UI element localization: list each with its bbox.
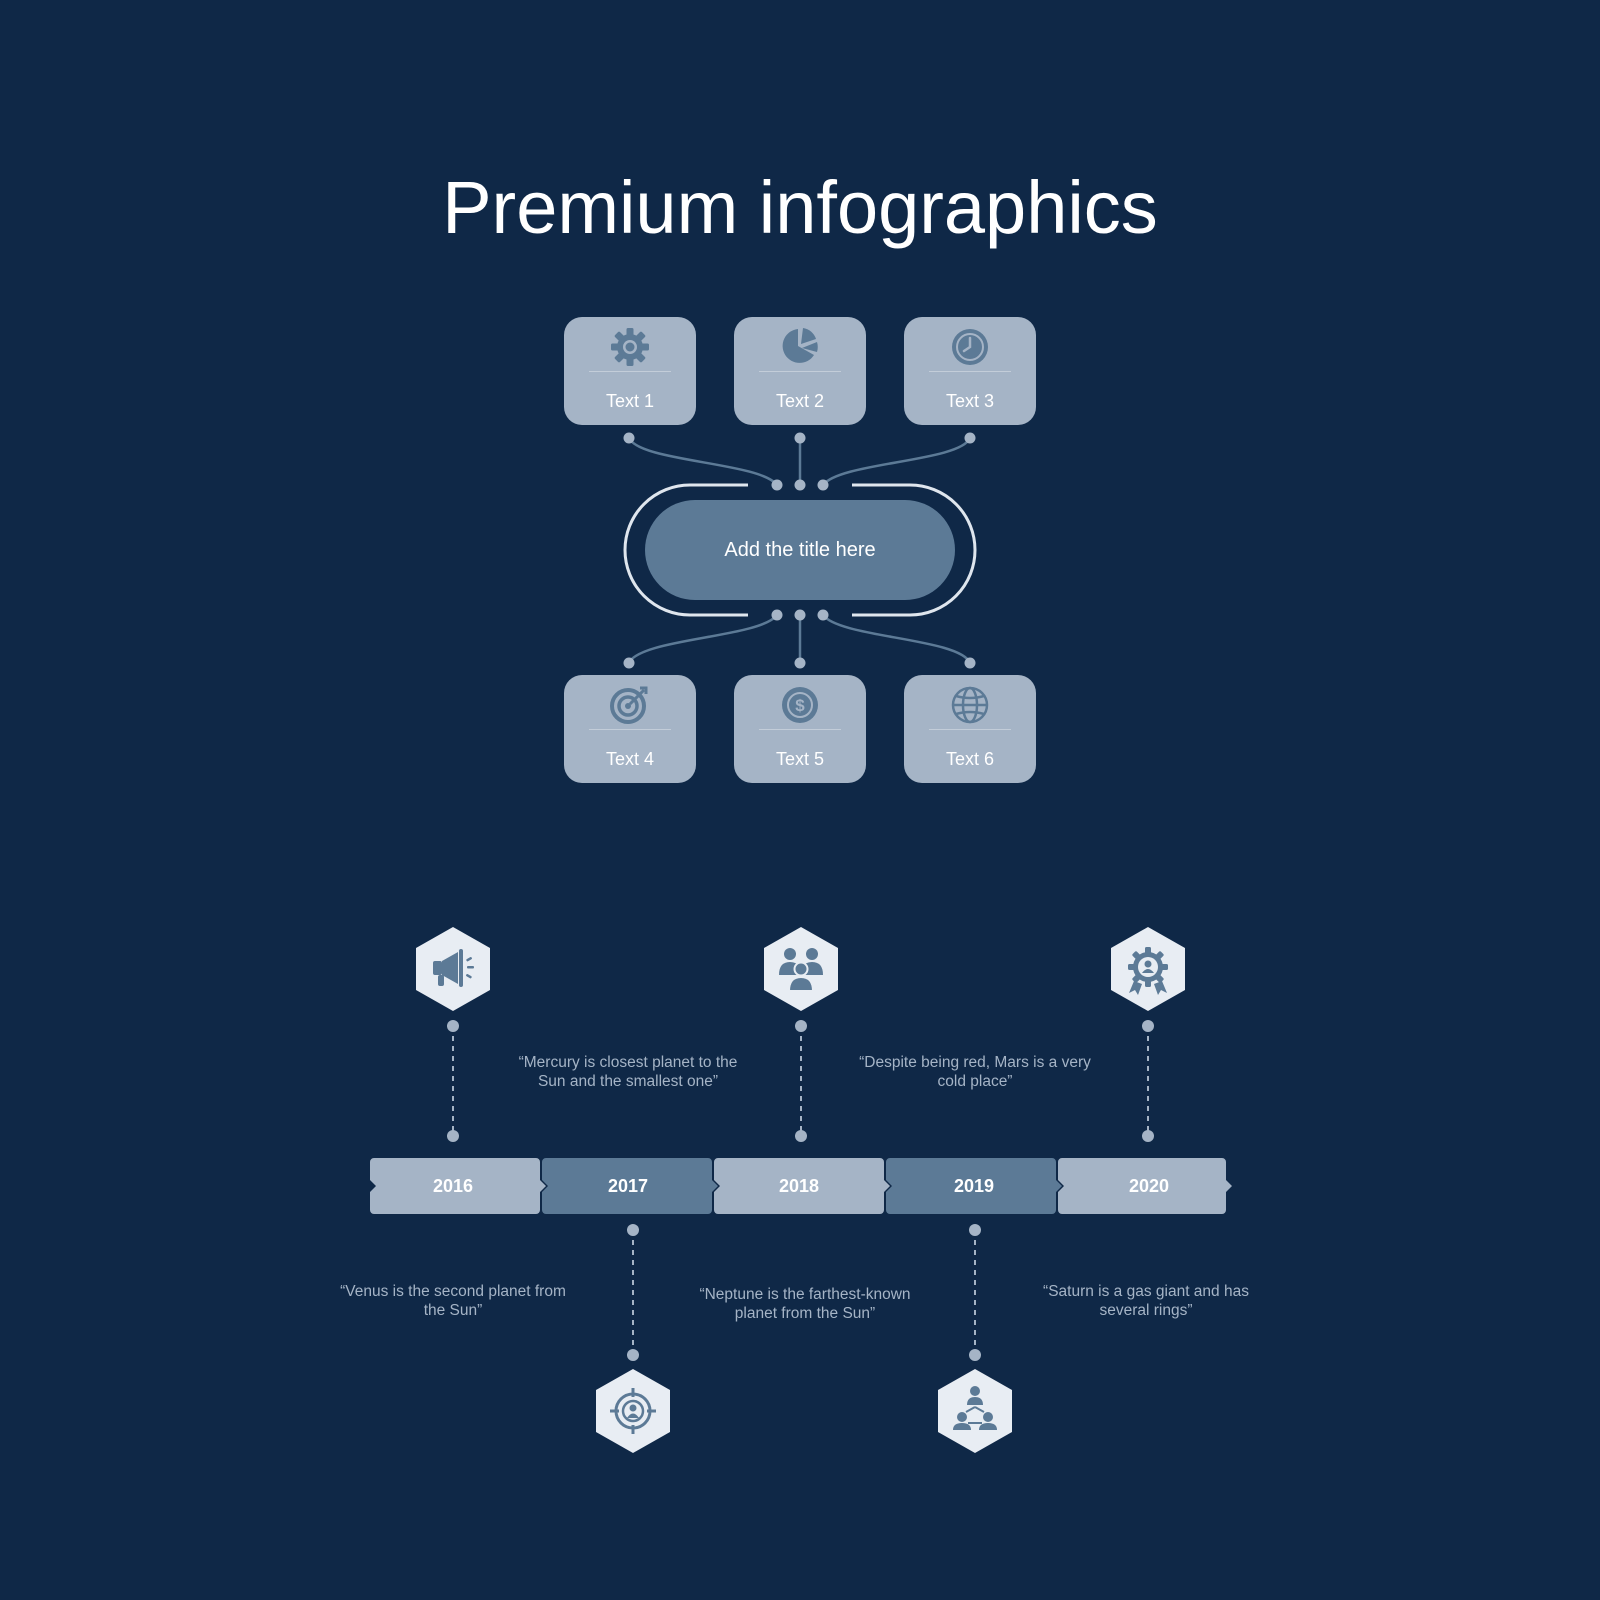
hub-title: Add the title here: [724, 539, 876, 561]
year-2016: 2016: [432, 1176, 474, 1196]
connector-text3: [821, 437, 972, 486]
card-text-3[interactable]: Text 3: [904, 317, 1036, 425]
quote-2019: “Despite being red, Mars is a very cold …: [859, 1054, 1091, 1090]
target-icon: [610, 686, 648, 724]
card-label: Text 1: [605, 391, 655, 411]
card-label: Text 3: [945, 391, 995, 411]
hub-pill: [645, 500, 955, 600]
quote-2016: “Venus is the second planet from the Sun…: [340, 1283, 566, 1319]
quote-2017: “Mercury is closest planet to the Sun an…: [518, 1054, 738, 1090]
card-text-2[interactable]: Text 2: [734, 317, 866, 425]
card-label: Text 2: [775, 391, 825, 411]
card-label: Text 5: [775, 749, 825, 769]
award-badge-icon: [1111, 927, 1185, 1011]
card-label: Text 6: [945, 749, 995, 769]
timeline-bar: [370, 1158, 1232, 1214]
timeline-segment-2018: [714, 1158, 890, 1214]
dollar-coin-icon: $: [782, 687, 818, 723]
card-text-6[interactable]: Text 6: [904, 675, 1036, 783]
pill-ring-right: [852, 483, 977, 617]
organization-icon: [938, 1369, 1012, 1453]
quote-2020: “Saturn is a gas giant and has several r…: [1043, 1283, 1249, 1319]
quote-2018: “Neptune is the farthest-known planet fr…: [699, 1286, 911, 1322]
pie-chart-icon: [782, 328, 818, 363]
timeline-segment-2020: [1058, 1158, 1232, 1214]
team-icon: [764, 927, 838, 1011]
clock-icon: [952, 329, 988, 365]
card-text-1[interactable]: Text 1: [564, 317, 696, 425]
connector-text6: [821, 614, 972, 664]
year-2018: 2018: [778, 1176, 820, 1196]
page-title: Premium infographics: [442, 166, 1158, 249]
gear-icon: [611, 328, 649, 366]
card-label: Text 4: [605, 749, 655, 769]
timeline-segment-2016: [370, 1158, 546, 1214]
connector-text4: [627, 614, 779, 664]
connector-dots: [623, 432, 976, 669]
svg-text:$: $: [795, 696, 805, 715]
connector-text1: [627, 437, 779, 486]
timeline-segment-2017: [542, 1158, 718, 1214]
card-text-5[interactable]: $ Text 5: [734, 675, 866, 783]
card-text-4[interactable]: Text 4: [564, 675, 696, 783]
timeline-segment-2019: [886, 1158, 1062, 1214]
timeline-dots: [447, 1020, 1154, 1361]
year-2020: 2020: [1128, 1176, 1170, 1196]
megaphone-icon: [416, 927, 490, 1011]
person-target-icon: [596, 1369, 670, 1453]
globe-icon: [951, 686, 989, 724]
timeline-dashes: [452, 1026, 1149, 1355]
top-connectors: [627, 437, 972, 664]
year-2019: 2019: [953, 1176, 995, 1196]
pill-ring-left: [623, 483, 748, 617]
year-2017: 2017: [607, 1176, 649, 1196]
